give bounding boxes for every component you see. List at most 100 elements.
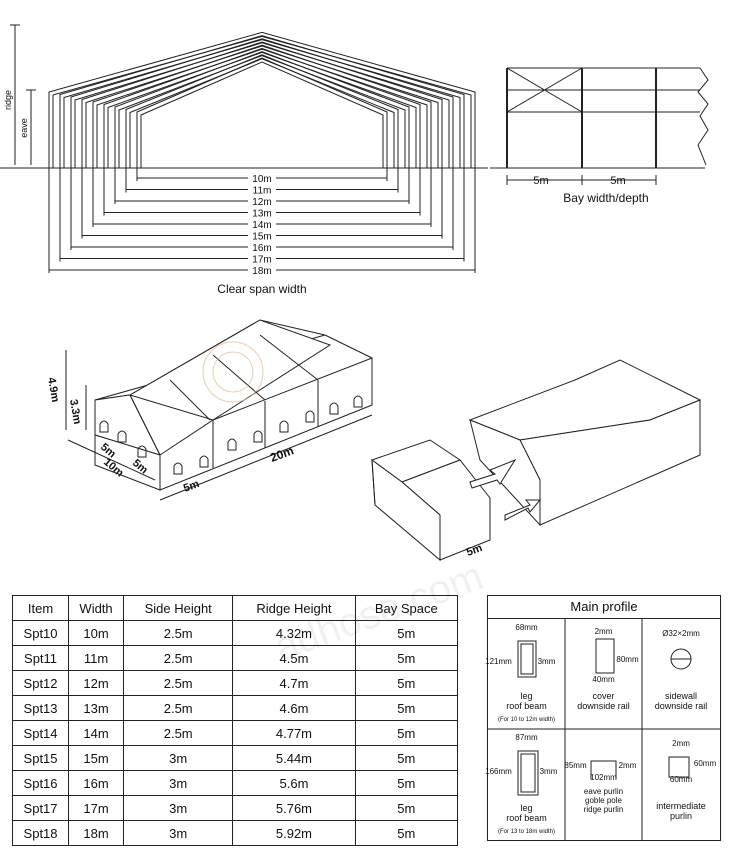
table-cell: 3m [122,795,234,821]
window-icon [199,455,209,468]
iso-tent-large-right [468,359,702,527]
elevation-frames [48,31,476,168]
span-label: 18m [252,266,271,277]
table-cell: Spt17 [11,795,70,821]
frame-outline [81,41,443,168]
span-label: 14m [252,220,271,231]
table-cell: Spt10 [11,620,70,646]
frame-outline [103,47,421,168]
bay-dim-2: 5m [610,175,625,187]
table-cell: 10m [68,620,124,646]
table-cell: 12m [68,670,124,696]
profile-eave-purlin-shape [590,760,617,779]
window-icon [99,420,109,433]
table-cell: 2.5m [122,670,234,696]
span-label: 11m [253,186,272,197]
window-icon [279,420,289,433]
clear-span-caption: Clear span width [217,282,306,296]
table-cell: Spt13 [11,695,70,721]
table-cell: Spt16 [11,770,70,796]
iso-height-total: 4.9m [45,376,61,403]
table-cell: 4.77m [232,720,356,746]
frame-outline [70,38,454,168]
span-label: 16m [252,243,271,254]
ridge-label: ridge [3,90,13,110]
iso-tent-main [94,319,373,491]
table-header-row: Item Width Side Height Ridge Height Bay … [11,595,459,621]
iso-height-eave: 3.3m [67,398,83,425]
table-cell: 18m [68,820,124,846]
profile-title: Main profile [488,596,720,619]
table-cell: 3m [122,745,234,771]
frame-outline [114,51,410,168]
table-cell: 5.92m [232,820,356,846]
table-cell: Spt12 [11,670,70,696]
table-cell: 17m [68,795,124,821]
iso-dim-20m: 20m [268,443,295,464]
window-icon [227,438,237,451]
iso-dimensions [65,350,373,501]
frame-outline [125,54,399,168]
iso-dim-5m-module: 5m [465,542,484,559]
table-cell: 5m [354,720,459,746]
table-cell: 5m [354,670,459,696]
header-side-height: Side Height [122,595,234,621]
iso-tent-module [370,439,491,562]
span-label: 12m [252,197,271,208]
profile-leg-large-shape [517,750,539,796]
table-cell: 5m [354,820,459,846]
table-cell: 16m [68,770,124,796]
table-cell: 5m [354,770,459,796]
table-cell: 5m [354,645,459,671]
frame-outline [48,31,476,168]
table-cell: 5m [354,795,459,821]
iso-dim-5m-front: 5m [182,478,201,495]
frame-outline [59,35,465,168]
table-cell: 2.5m [122,695,234,721]
span-label: 15m [252,232,271,243]
header-bay-space: Bay Space [354,595,459,621]
profile-grid [488,619,720,841]
table-cell: 2.5m [122,645,234,671]
table-cell: 4.7m [232,670,356,696]
profile-cell-2: 2mm 80mm 40mm cover downside rail [577,627,639,711]
main-profile-panel: Main profile 68mm 121mm 3mm leg roof bea… [485,595,721,841]
frame-outline [136,57,388,168]
table-cell: 4.6m [232,695,356,721]
table-cell: 5m [354,695,459,721]
profile-cell-6: 2mm 60mm 60mm intermediate purlin [656,739,717,821]
table-cell: 3m [122,820,234,846]
profile-cell-1: 68mm 121mm 3mm leg roof beam (For 10 to … [485,623,556,723]
window-icon [353,395,363,408]
window-icon [329,402,339,415]
table-cell: 5.76m [232,795,356,821]
table-cell: 15m [68,745,124,771]
eave-label: eave [19,118,29,138]
profile-leg-small-shape [517,640,537,678]
table-cell: Spt18 [11,820,70,846]
window-icon [173,462,183,475]
table-cell: Spt14 [11,720,70,746]
table-cell: 11m [68,645,124,671]
module-arrows [469,458,542,521]
table-cell: 5m [354,745,459,771]
span-label: 17m [252,255,271,266]
table-cell: Spt15 [11,745,70,771]
profile-intermediate-purlin-shape [668,756,690,778]
table-cell: 4.32m [232,620,356,646]
seal-stamp [202,341,264,403]
window-icon [253,430,263,443]
profile-cell-3: Ø32×2mm sidewall downside rail [654,629,708,711]
table-cell: 5.6m [232,770,356,796]
window-icon [305,410,315,423]
frame-outline [92,44,432,168]
table-cell: Spt11 [11,645,70,671]
